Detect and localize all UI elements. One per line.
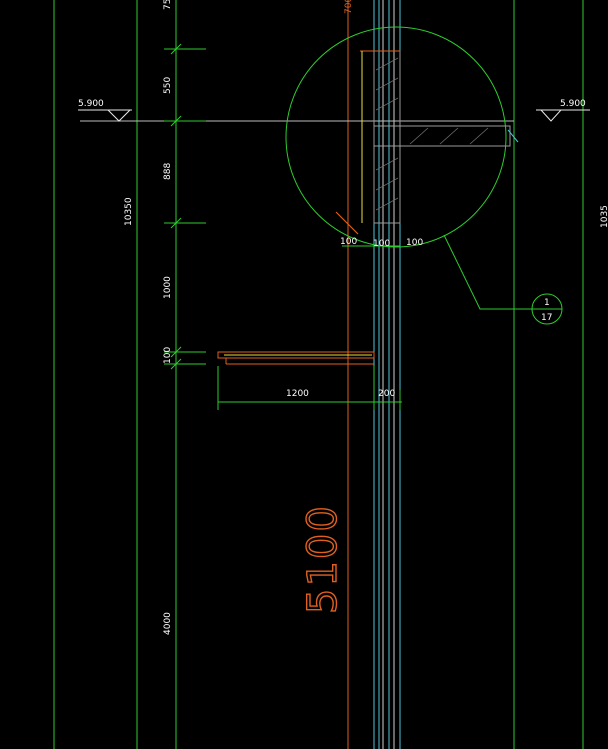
slab-section	[373, 125, 511, 147]
section-hatch	[375, 57, 489, 211]
right-level-label: 5.900	[560, 99, 586, 109]
floor-level	[78, 109, 590, 122]
detail-circle	[285, 26, 507, 248]
dim-slash-5	[170, 358, 182, 370]
hatch-9	[469, 127, 489, 145]
detail-dim-mid: 100	[373, 239, 390, 249]
detail-callout-number: 1	[544, 298, 550, 308]
big-height-label: 5100	[300, 504, 346, 614]
dim-label-1000: 1000	[163, 276, 173, 299]
canopy	[217, 351, 375, 365]
detail-leader-line	[443, 234, 532, 310]
detail-cut-slash	[335, 211, 359, 235]
dim-slash-2	[170, 115, 182, 127]
dim-label-100: 100	[163, 347, 173, 364]
hatch-5	[375, 177, 399, 191]
canopy-outline	[217, 351, 375, 359]
dim-label-4000: 4000	[163, 612, 173, 635]
dim-label-550: 550	[163, 77, 173, 94]
dim-label-75: 75	[163, 0, 173, 10]
left-level-marker	[107, 109, 132, 122]
dim-slash-3	[170, 217, 182, 229]
dim-label-888: 888	[163, 163, 173, 180]
right-level-marker	[540, 109, 563, 122]
vertical-dimension-ticks	[164, 43, 206, 370]
hatch-4	[375, 157, 399, 171]
hatch-2	[375, 77, 399, 91]
wall-section	[373, 50, 401, 224]
left-level-label: 5.900	[78, 99, 104, 109]
hatch-1	[375, 57, 399, 71]
slab-end-mark	[507, 129, 519, 143]
detail-callout-sheet: 17	[541, 313, 552, 323]
dim-slash-4	[170, 346, 182, 358]
hatch-7	[409, 127, 429, 145]
hatch-8	[439, 127, 459, 145]
detail-dim-left: 100	[340, 237, 357, 247]
vertical-dimension-labels: 75 550 888 1000 100 4000 10350 1035	[124, 0, 608, 635]
dim-slash-1	[170, 43, 182, 55]
detail-dim-right: 100	[406, 238, 423, 248]
hatch-3	[375, 97, 399, 111]
dim-label-right-partial: 1035	[600, 205, 608, 228]
dim-label-total: 10350	[124, 197, 134, 226]
canopy-length-label: 1200	[286, 389, 309, 399]
detail-area	[285, 26, 563, 325]
top-orange-label: 700	[344, 0, 354, 14]
wall-thickness-label: 200	[378, 389, 395, 399]
hatch-6	[375, 197, 399, 211]
canopy-dimension	[217, 366, 402, 410]
